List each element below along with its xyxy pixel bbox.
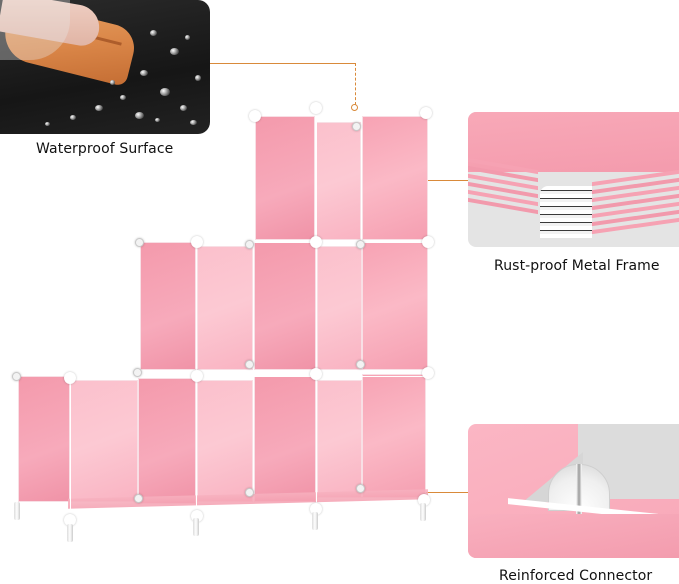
- connector-knob: [64, 514, 76, 526]
- bot-cube-2-back: [197, 380, 253, 502]
- connector-knob: [134, 494, 143, 503]
- connector-knob: [64, 372, 76, 384]
- connector-caption: Reinforced Connector: [499, 568, 653, 584]
- connector-knob: [352, 122, 361, 131]
- mid-cube-2-right: [362, 242, 428, 370]
- organizer-foot: [420, 503, 426, 521]
- connector-knob: [356, 484, 365, 493]
- cube-organizer: [12, 102, 434, 542]
- connector-knob: [191, 236, 203, 248]
- top-cube-right-panel: [362, 116, 428, 240]
- connector-knob: [420, 107, 432, 119]
- bot-cube-3-back: [317, 380, 362, 498]
- connector-knob: [310, 368, 322, 380]
- top-cube-left-panel: [255, 116, 315, 240]
- mid-cube-1-left: [140, 242, 196, 370]
- connector-knob: [249, 110, 261, 122]
- connector-knob: [356, 240, 365, 249]
- bot-cube-2-left: [138, 378, 196, 504]
- organizer-foot: [312, 512, 318, 530]
- connector-knob: [245, 240, 254, 249]
- waterproof-surface-caption: Waterproof Surface: [36, 141, 174, 157]
- mid-cube-2-left: [254, 242, 316, 370]
- metal-frame-image: [468, 112, 679, 247]
- bot-cube-1-back: [70, 380, 138, 502]
- stacked-sheets: [468, 132, 679, 242]
- bot-cube-3-right: [362, 374, 426, 498]
- callout-line-metal-frame: [410, 180, 468, 181]
- callout-line-waterproof-vertical: [355, 63, 356, 105]
- connector-knob: [245, 488, 254, 497]
- top-cube-back-panel: [316, 122, 361, 240]
- connector-knob: [135, 238, 144, 247]
- bot-cube-1-left: [18, 376, 70, 502]
- organizer-foot: [193, 518, 199, 536]
- connector-knob: [310, 236, 322, 248]
- organizer-foot: [14, 502, 20, 520]
- connector-knob: [191, 370, 203, 382]
- mid-cube-2-back: [317, 246, 362, 370]
- mid-cube-1-back: [197, 246, 253, 370]
- callout-line-waterproof: [210, 63, 355, 64]
- callout-dot-waterproof: [351, 104, 358, 111]
- connector-knob: [422, 367, 434, 379]
- connector-knob: [310, 102, 322, 114]
- callout-line-connector: [425, 492, 468, 493]
- connector-knob: [12, 372, 21, 381]
- metal-frame-caption: Rust-proof Metal Frame: [494, 258, 660, 274]
- organizer-foot: [67, 524, 73, 542]
- connector-image: [468, 424, 679, 558]
- connector-knob: [356, 360, 365, 369]
- connector-knob: [133, 368, 142, 377]
- bot-cube-3-left: [254, 376, 316, 502]
- connector-knob: [422, 236, 434, 248]
- waterproof-surface-image: [0, 0, 210, 134]
- connector-knob: [245, 360, 254, 369]
